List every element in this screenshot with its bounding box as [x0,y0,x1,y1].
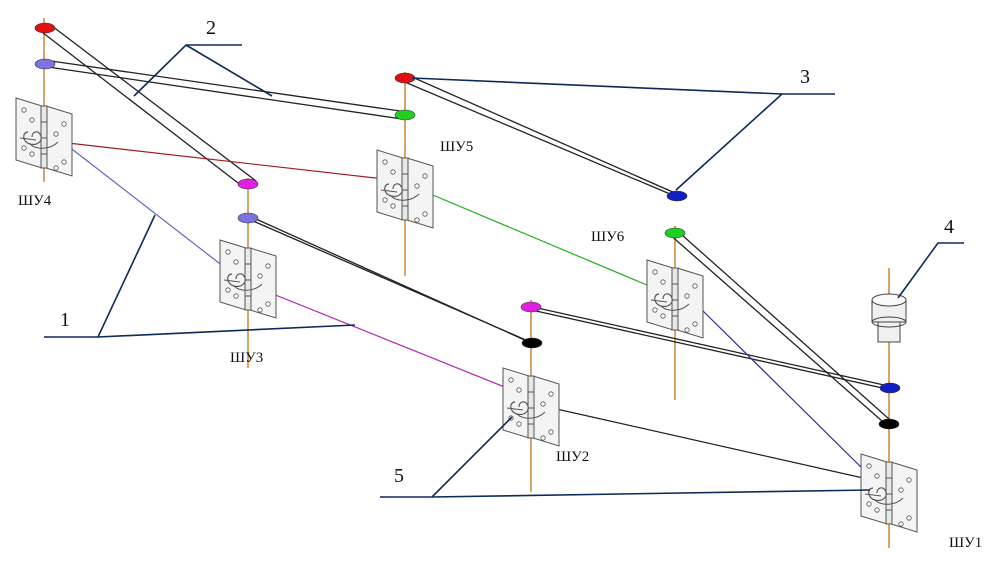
leader-lines [44,44,964,498]
link-shu5-shu6 [427,192,655,289]
callout-3: 3 [800,66,810,88]
drive-motor [871,293,907,343]
callout-1: 1 [60,309,70,331]
pulley-magenta-shu3 [237,178,259,190]
hinge-shu5 [376,149,434,229]
label-shu4: ШУ4 [18,193,52,209]
label-shu3: ШУ3 [230,350,263,366]
pulley-green-shu5 [394,109,416,121]
pulley-red-shu4 [34,22,56,34]
callout-4: 4 [944,216,954,238]
belt-links [37,25,899,428]
hinge-shu4 [15,97,73,177]
callout-2: 2 [206,17,216,39]
label-shu5: ШУ5 [440,139,473,155]
label-shu1: ШУ1 [949,535,982,551]
pulley-violet-shu4 [34,58,56,70]
hinge-shu1 [860,453,918,533]
link-shu4-shu5 [67,142,385,180]
hinge-shu3 [219,239,277,319]
label-shu2: ШУ2 [556,449,589,465]
shafts [43,18,890,548]
hinge-shu2 [502,367,560,447]
hinge-links [67,142,873,481]
link-shu3-shu2 [267,291,513,391]
callout-5: 5 [394,465,404,487]
link-shu2-shu1 [551,407,873,481]
pulley-green-shu6 [664,227,686,239]
hinge-shu6 [646,259,704,339]
link-shu6-shu1 [697,305,871,477]
pulley-black-shu1 [878,418,900,430]
pulley-black-shu2 [521,337,543,349]
label-shu6: ШУ6 [591,229,625,245]
pulley-blue-shu6 [666,190,688,202]
pulley-violet-shu3 [237,212,259,224]
link-shu4-shu3 [67,145,229,271]
pulley-blue-shu1 [879,382,901,394]
pulleys [34,22,901,430]
pulley-magenta-shu2 [520,301,542,313]
